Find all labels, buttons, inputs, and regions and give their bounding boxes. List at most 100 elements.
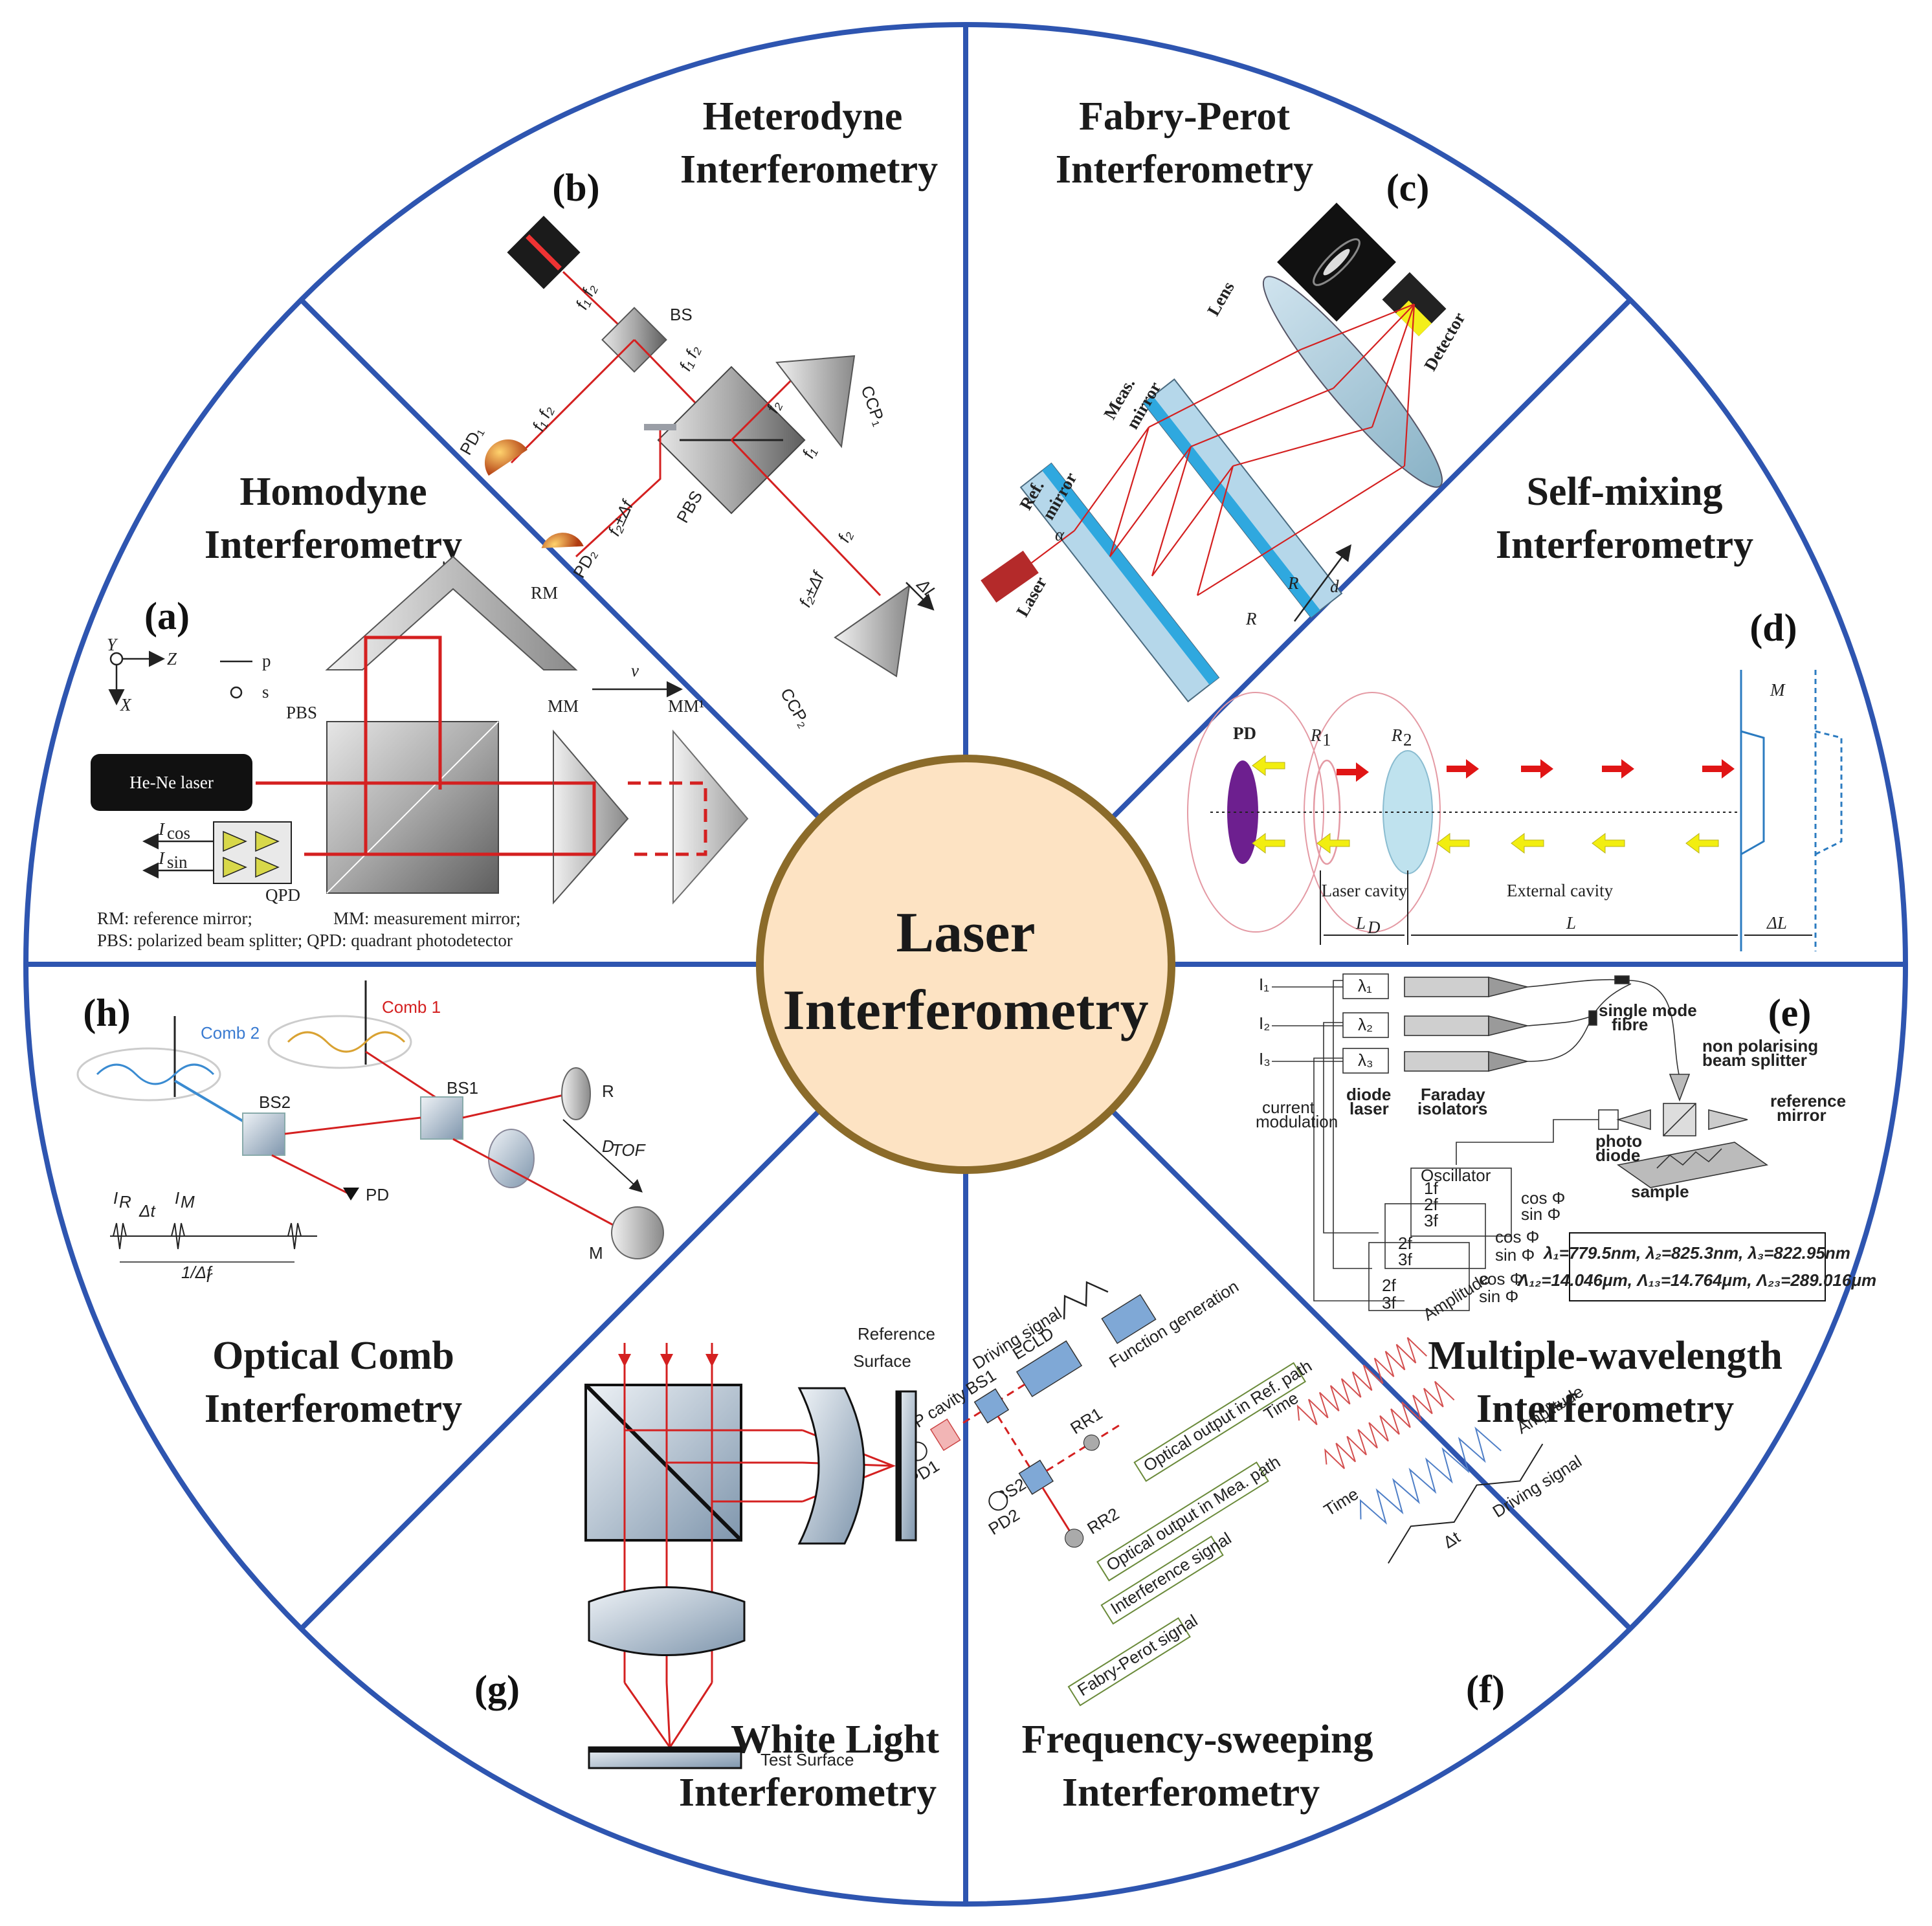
ref-mirror-label-2: mirror (1777, 1105, 1827, 1125)
lockin-3 (1368, 1242, 1470, 1311)
interf-waveform (1359, 1426, 1502, 1525)
yellow-arrow-icon (1685, 833, 1719, 854)
fabry-perot-title-line1: Fabry-Perot (1079, 94, 1290, 138)
sector-self-mixing: Self-mixing Interferometry (d) PD R 1 R … (1187, 470, 1843, 951)
yellow-arrow-icon (1511, 833, 1544, 854)
single-mode-label-2: fibre (1612, 1015, 1648, 1034)
qpd-diode-icon (255, 830, 280, 852)
comb2-beam (173, 1079, 247, 1124)
center-title-line2: Interferometry (783, 979, 1148, 1042)
reference-mirror-coating (1042, 463, 1219, 685)
qpd-label: QPD (265, 885, 300, 905)
laser-channels: I₁ I₂ I₃ (1259, 973, 1769, 1311)
multi-wavelength-tag: (e) (1768, 991, 1812, 1034)
current-mod-label-2: modulation (1256, 1112, 1338, 1131)
laser-cavity-label: Laser cavity (1322, 881, 1408, 900)
comb2-halo (76, 1047, 221, 1101)
h2-label-c: 2f (1382, 1276, 1396, 1295)
h3-label-b: 3f (1398, 1250, 1412, 1269)
bs2-label-comb: BS2 (259, 1092, 291, 1112)
f1-a: f₁ (798, 444, 820, 461)
rr1-label: RR1 (1067, 1404, 1105, 1438)
feedback-line (1456, 1119, 1599, 1165)
cos-label-3: cos Φ (1479, 1269, 1523, 1289)
l2-label: λ₂ (1358, 1015, 1373, 1034)
period-label: 1/Δf (181, 1263, 213, 1282)
ref-mirror-label-1: reference (1770, 1091, 1846, 1111)
sin-label-2: sin Φ (1495, 1245, 1535, 1265)
interferogram-ir (113, 1223, 127, 1250)
laser-label: He-Ne laser (129, 773, 214, 792)
interferogram-next (287, 1223, 302, 1250)
pd-comb-icon (343, 1188, 359, 1201)
dtof-sub: TOF (612, 1140, 647, 1160)
heterodyne-beam-pd1 (510, 338, 636, 464)
pd-label-self-mixing: PD (1233, 724, 1256, 743)
diode-laser-3 (1342, 1048, 1389, 1074)
target-m-moved (1815, 730, 1843, 856)
icos-sub: cos (167, 823, 190, 843)
homodyne-caption-pbs-qpd: PBS: polarized beam splitter; QPD: quadr… (97, 931, 513, 950)
faraday-isolator-1 (1404, 977, 1489, 997)
current-mod-line (1323, 1022, 1379, 1234)
lockin-2 (1384, 1203, 1486, 1269)
faraday-isolator-2 (1404, 1015, 1489, 1036)
rr1-icon (1083, 1434, 1100, 1451)
bs2-cube (242, 1112, 285, 1156)
return-arrows (1252, 755, 1719, 854)
d-arrow (1293, 544, 1351, 622)
wl-arrowheads (618, 1354, 718, 1367)
ccp1-label: CCP₁ (857, 383, 889, 428)
pd1-icon (484, 439, 527, 476)
wavelengths: λ₁=779.5nm, λ₂=825.3nm, λ₃=822.95nm (1542, 1243, 1850, 1263)
yellow-arrow-icon (1592, 833, 1625, 854)
out-ref-label: Optical output in Ref. path (1140, 1356, 1315, 1476)
red-arrow-icon (1447, 759, 1479, 779)
heterodyne-beam-ccp2 (730, 439, 882, 597)
bs1-label-comb: BS1 (447, 1078, 478, 1098)
pd-label-comb: PD (366, 1185, 389, 1204)
sector-homodyne: Homodyne Interferometry (a) Y Z X p s RM… (91, 470, 749, 950)
l1-label: λ₁ (1358, 976, 1372, 995)
yellow-arrow-icon (1316, 833, 1350, 854)
npbs-label-1: non polarising (1702, 1036, 1818, 1056)
forward-arrows (1337, 759, 1735, 782)
fibre-connector (1588, 1010, 1597, 1026)
time-label-2: Time (1320, 1484, 1362, 1520)
driving-sawtooth (1063, 1281, 1109, 1320)
f1f2-c: f₁ f₂ (675, 342, 704, 374)
coupler-2 (1488, 1015, 1528, 1037)
fibre-3 (1527, 1015, 1593, 1062)
lens-label: Lens (1203, 278, 1238, 319)
reference-label: Reference (858, 1324, 935, 1344)
measurement-mirror (553, 729, 629, 905)
surface-label: Surface (853, 1351, 911, 1371)
current-mod-line (1313, 1057, 1405, 1301)
white-light-title-line1: White Light (731, 1718, 939, 1762)
yellow-arrow-icon (1252, 755, 1285, 776)
fabry-perot-tag: (c) (1386, 166, 1430, 209)
isin-label: I (158, 848, 166, 868)
fp-beam (1300, 303, 1415, 351)
center-circle (756, 755, 1175, 1174)
fp-lens (1262, 276, 1443, 488)
dt-label-sweep: Δt (1439, 1527, 1463, 1552)
reference-mirror (325, 555, 578, 670)
im-sub: M (181, 1192, 195, 1212)
comb1-wave (287, 1031, 406, 1053)
fps-label: Fabry-Perot signal (1074, 1610, 1201, 1699)
white-light-tag: (g) (474, 1668, 520, 1710)
comb1-halo (267, 1015, 412, 1069)
p-label: p (262, 651, 271, 670)
red-arrow-icon (1702, 759, 1735, 779)
pd2-icon-sweep (988, 1491, 1008, 1511)
self-mixing-title-line2: Interferometry (1496, 523, 1753, 567)
comb1-beam (365, 1050, 441, 1101)
wl-bs-diagonal (584, 1383, 743, 1542)
ir-sub: R (119, 1192, 131, 1212)
ref-waveform (1296, 1337, 1427, 1426)
interferogram-im (171, 1223, 185, 1250)
faraday-label-1: Faraday (1421, 1085, 1485, 1104)
rm-label: RM (531, 583, 558, 603)
axis-x: X (120, 695, 132, 714)
